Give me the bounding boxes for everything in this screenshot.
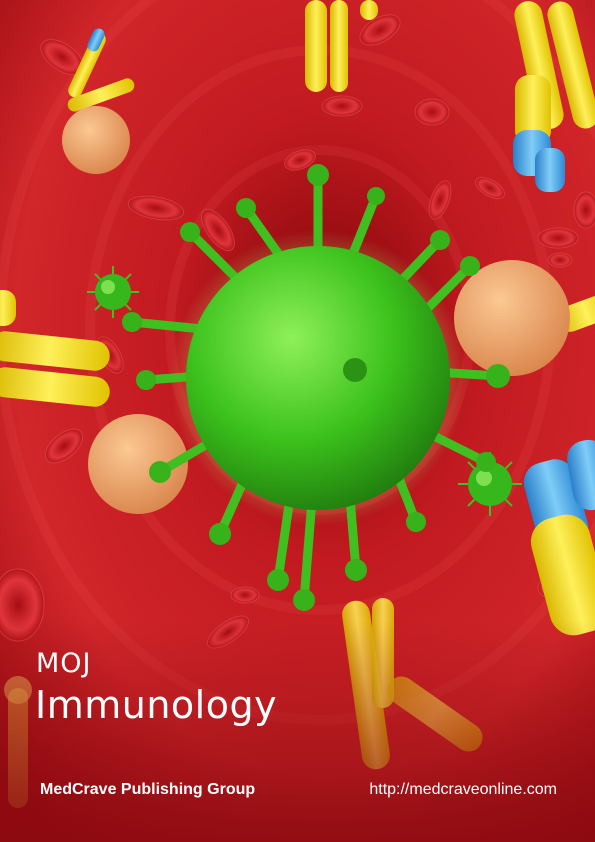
immune-cells [62, 106, 570, 514]
publisher-name: MedCrave Publishing Group [40, 781, 256, 798]
journal-title: Immunology [35, 683, 278, 727]
virus-illustration [122, 164, 510, 611]
journal-abbreviation: MOJ [36, 648, 92, 679]
website-url[interactable]: http://medcraveonline.com [369, 781, 557, 798]
small-viruses [87, 266, 522, 516]
